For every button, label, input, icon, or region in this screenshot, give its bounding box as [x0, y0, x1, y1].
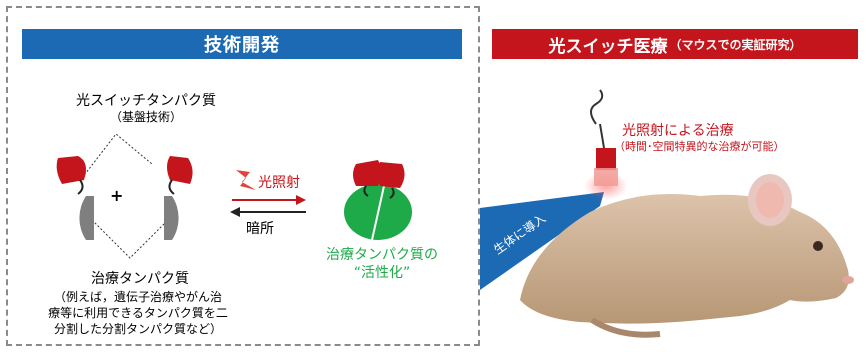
technology-development-banner: 技術開発	[22, 29, 462, 59]
dark-arrow	[230, 207, 306, 217]
light-icon	[236, 170, 256, 190]
introduction-wedge	[480, 192, 604, 290]
treatment-line1: 光照射による治療	[622, 123, 734, 139]
banner-title: 技術開発	[204, 35, 280, 56]
banner-title-sub: （マウスでの実証研究）	[669, 37, 802, 52]
switch-protein-name: 光スイッチタンパク質	[76, 93, 216, 109]
light-label: 光照射	[258, 175, 300, 191]
therapeutic-desc-line3: 分割した分割タンパク質など）	[53, 322, 222, 336]
light-switch-medicine-banner: 光スイッチ医療（マウスでの実証研究）	[492, 29, 858, 59]
split-protein-right	[164, 156, 193, 240]
dark-label: 暗所	[246, 221, 274, 237]
therapeutic-protein-name: 治療タンパク質	[91, 271, 189, 287]
plus-sign: +	[110, 186, 124, 205]
activated-line1: 治療タンパク質の	[326, 247, 438, 263]
banner-title-main: 光スイッチ医療	[548, 36, 668, 57]
technology-development-frame	[6, 6, 480, 346]
dimerization-diamond	[81, 133, 169, 259]
switch-protein-sub: （基盤技術）	[109, 110, 182, 124]
therapeutic-desc-line2: 療等に利用できるタンパク質を二	[48, 306, 228, 320]
split-protein-left	[56, 156, 94, 240]
light-arrow	[232, 195, 306, 205]
mouse-image	[520, 174, 854, 338]
treatment-line2: （時間･空間特異的な治療が可能）	[614, 140, 785, 153]
activated-line2: “活性化”	[353, 265, 411, 281]
therapeutic-desc-line1: （例えば，遺伝子治療やがん治	[53, 290, 222, 304]
activated-protein	[344, 160, 412, 241]
optical-fiber-device	[584, 89, 628, 200]
